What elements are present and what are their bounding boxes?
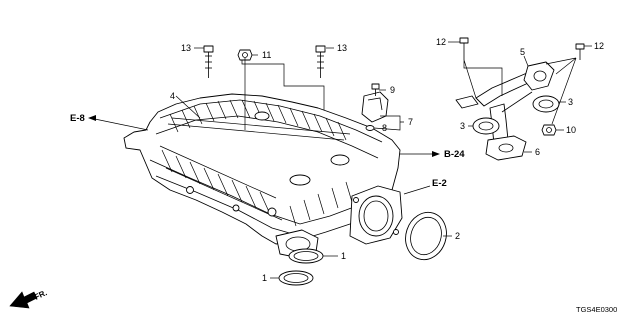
ref-b24: B-24 bbox=[444, 149, 465, 160]
callout-numbers: 13 13 11 4 9 7 8 12 12 5 3 3 10 6 2 1 1 bbox=[170, 37, 604, 283]
callout-3-left: 3 bbox=[460, 121, 465, 131]
seal-ring-3-left bbox=[472, 117, 500, 135]
manifold-ribs bbox=[159, 99, 353, 227]
ref-b24-arrow bbox=[432, 151, 440, 157]
callout-3-right: 3 bbox=[568, 97, 573, 107]
gasket-2 bbox=[405, 211, 447, 261]
front-arrow-icon bbox=[9, 291, 38, 309]
bypass-pipe bbox=[455, 61, 555, 161]
bolt-12-left bbox=[459, 37, 469, 60]
callout-1-upper: 1 bbox=[341, 251, 346, 261]
gasket-1-upper bbox=[288, 248, 324, 264]
callout-6: 6 bbox=[535, 147, 540, 157]
ref-e8: E-8 bbox=[70, 113, 85, 124]
callout-8: 8 bbox=[382, 123, 387, 133]
o-ring-8 bbox=[365, 125, 375, 131]
callout-2: 2 bbox=[455, 231, 460, 241]
callout-12-left: 12 bbox=[436, 37, 446, 47]
nut-10 bbox=[541, 124, 557, 136]
ref-e2: E-2 bbox=[432, 178, 447, 189]
intake-manifold bbox=[123, 91, 403, 259]
leader-lines bbox=[89, 41, 592, 279]
callout-4: 4 bbox=[170, 91, 175, 101]
callout-12-right: 12 bbox=[594, 41, 604, 51]
nut-11 bbox=[237, 49, 253, 61]
callout-11: 11 bbox=[262, 50, 271, 60]
bolt-13-left bbox=[203, 45, 214, 78]
front-direction-indicator: FR. bbox=[9, 288, 49, 309]
diagram-code: TGS4E0300 bbox=[576, 305, 617, 314]
seal-ring-3-right bbox=[532, 95, 560, 113]
callout-1-lower: 1 bbox=[262, 273, 267, 283]
front-label: FR. bbox=[33, 288, 48, 302]
callout-7: 7 bbox=[408, 117, 413, 127]
callout-13-left: 13 bbox=[181, 43, 191, 53]
section-references: E-8 B-24 E-2 bbox=[70, 113, 465, 189]
callout-13-right: 13 bbox=[337, 43, 347, 53]
bolt-13-right bbox=[315, 45, 326, 78]
callout-5: 5 bbox=[520, 47, 525, 57]
callout-9: 9 bbox=[390, 85, 395, 95]
bolt-9 bbox=[371, 83, 380, 96]
callout-10: 10 bbox=[566, 125, 576, 135]
bolt-12-right bbox=[575, 43, 585, 60]
ref-e8-arrow bbox=[88, 115, 96, 121]
gasket-1-lower bbox=[278, 270, 314, 286]
